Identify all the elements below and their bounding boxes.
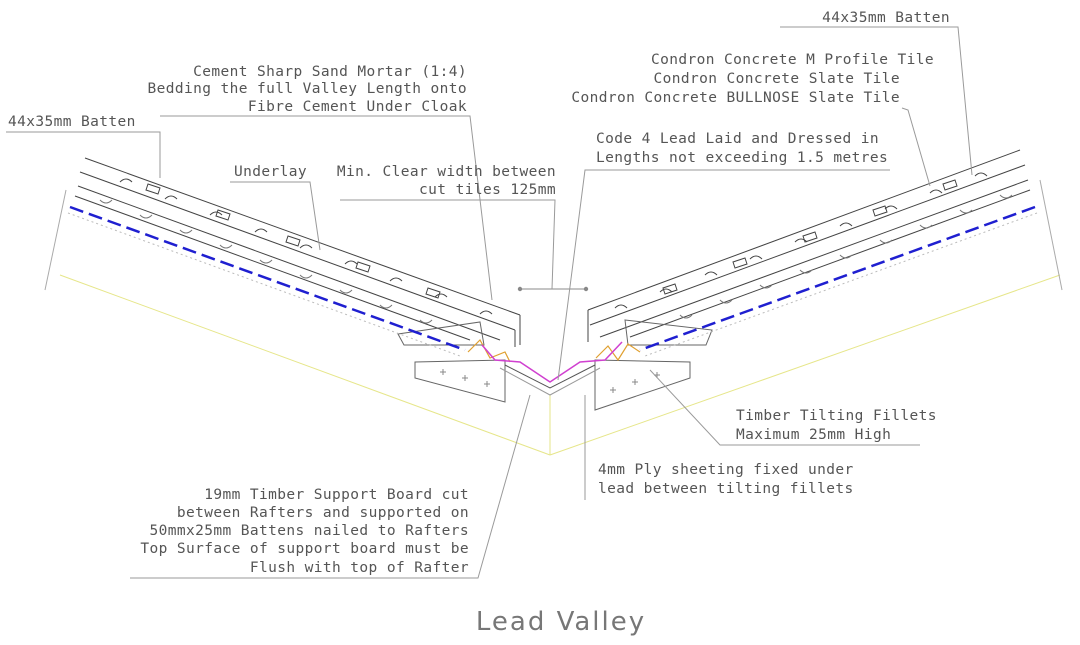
label-lead-1: Code 4 Lead Laid and Dressed in <box>596 131 879 147</box>
right-tile-top <box>587 149 1021 311</box>
right-support-board <box>594 359 691 411</box>
left-battens <box>145 183 441 299</box>
label-tile-slate: Condron Concrete Slate Tile <box>653 71 900 87</box>
leader-lines <box>6 26 973 579</box>
left-slope <box>74 157 521 403</box>
label-batten-left: 44x35mm Batten <box>8 114 136 130</box>
right-underlay <box>639 205 1036 352</box>
left-underlay <box>69 205 466 352</box>
label-underlay: Underlay <box>234 164 307 180</box>
label-mortar-1: Cement Sharp Sand Mortar (1:4) <box>193 64 467 80</box>
label-board-5: Flush with top of Rafter <box>250 560 469 576</box>
left-mortar <box>467 339 511 363</box>
valley-center <box>467 286 641 396</box>
right-tile-profile <box>614 172 988 309</box>
right-tile-upper <box>589 164 1026 326</box>
left-tile-lower <box>77 185 501 341</box>
left-batten-line <box>74 195 471 341</box>
slope-end-lines <box>44 179 1063 291</box>
right-batten-line <box>629 189 1031 338</box>
right-slope <box>587 149 1031 411</box>
right-under-cloak <box>624 319 713 346</box>
label-batten-right: 44x35mm Batten <box>822 10 950 26</box>
left-tile-upper <box>79 171 516 331</box>
label-board-1: 19mm Timber Support Board cut <box>204 487 469 503</box>
label-mortar-3: Fibre Cement Under Cloak <box>248 99 467 115</box>
right-mortar <box>595 343 641 362</box>
right-battens <box>662 179 958 295</box>
label-lead-2: Lengths not exceeding 1.5 metres <box>596 150 888 166</box>
left-tile-profile <box>119 178 493 315</box>
annotations: 44x35mm Batten Condron Concrete M Profil… <box>8 10 950 637</box>
left-board-crosses <box>440 369 490 387</box>
right-board-crosses <box>610 372 660 393</box>
label-tile-m-profile: Condron Concrete M Profile Tile <box>651 52 934 68</box>
label-ply-2: lead between tilting fillets <box>598 481 854 497</box>
label-tile-bullnose: Condron Concrete BULLNOSE Slate Tile <box>571 90 900 106</box>
label-clear-width-1: Min. Clear width between <box>337 164 556 180</box>
left-tile-top <box>84 157 521 316</box>
label-board-2: between Rafters and supported on <box>177 505 469 521</box>
diagram-title: Lead Valley <box>476 607 646 637</box>
label-ply-1: 4mm Ply sheeting fixed under <box>598 462 854 478</box>
ply-sheeting <box>504 364 596 389</box>
left-under-cloak <box>397 321 485 346</box>
rafters <box>59 274 1061 456</box>
right-tile-lower <box>599 179 1029 338</box>
label-fillets-2: Maximum 25mm High <box>736 427 891 443</box>
lead-sheet <box>481 341 623 383</box>
label-mortar-2: Bedding the full Valley Length onto <box>147 81 467 97</box>
label-board-3: 50mmx25mm Battens nailed to Rafters <box>149 523 469 539</box>
label-board-4: Top Surface of support board must be <box>140 541 469 557</box>
left-support-board <box>414 359 506 403</box>
label-clear-width-2: cut tiles 125mm <box>419 182 556 198</box>
label-fillets-1: Timber Tilting Fillets <box>736 408 937 424</box>
